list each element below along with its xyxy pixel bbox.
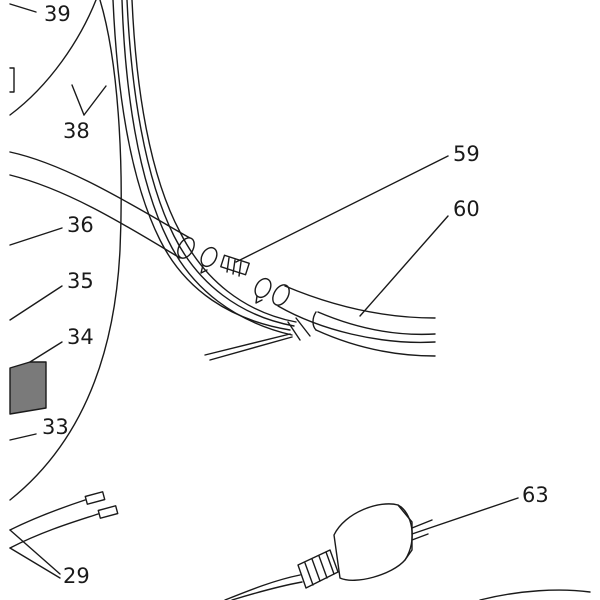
leader-35 [9, 285, 63, 321]
plug-pin-1 [411, 519, 433, 529]
plug-body [333, 503, 413, 581]
callout-60: 60 [453, 197, 480, 221]
callout-38: 38 [63, 119, 90, 143]
leader-63 [411, 497, 519, 535]
lead-wire-1 [9, 499, 86, 531]
housing-inner-curve [9, 0, 97, 116]
leader-33 [9, 433, 37, 441]
leader-39 [9, 3, 37, 13]
wire-b [121, 0, 293, 336]
connector-ribs [226, 257, 242, 277]
leader-36 [9, 227, 63, 246]
leader-34 [29, 341, 63, 363]
hose-right-end [272, 284, 290, 306]
wire-d [131, 0, 297, 323]
plug-face [397, 504, 413, 561]
leader-59 [235, 155, 449, 263]
plug-cord-2 [231, 581, 303, 600]
hose-sleeve-bottom [315, 329, 436, 357]
hose-right-top [284, 285, 436, 319]
housing-bracket [9, 67, 15, 93]
plug-strain-relief [297, 549, 339, 589]
base-arc [479, 589, 591, 600]
clamp-1 [200, 246, 218, 268]
wire-a [112, 0, 291, 331]
leader-60 [359, 215, 449, 317]
housing-outline [9, 0, 122, 501]
hose-left-bottom [9, 174, 181, 259]
callout-39: 39 [44, 2, 71, 26]
plug-pin-2 [411, 533, 429, 541]
hose-cut-sleeve [287, 317, 311, 341]
lead-wire-2 [9, 513, 99, 549]
callout-34: 34 [67, 325, 94, 349]
leader-38b [83, 85, 107, 116]
hose-sleeve-top [317, 311, 436, 336]
hose-left-top [9, 151, 191, 239]
wire-end-2 [209, 336, 293, 361]
leader-38a [71, 84, 85, 116]
leader-29a [9, 529, 61, 575]
component-block-34 [9, 361, 47, 415]
hose-right-bottom [277, 305, 436, 344]
plug-cord [224, 574, 301, 600]
wire-end-1 [204, 333, 291, 356]
callout-35: 35 [67, 269, 94, 293]
callout-59: 59 [453, 142, 480, 166]
clamp-2 [254, 277, 272, 299]
leader-29b [9, 547, 61, 579]
spade-terminal-1 [84, 491, 106, 505]
callout-29: 29 [63, 564, 90, 588]
callout-63: 63 [522, 483, 549, 507]
wire-c [126, 0, 295, 327]
plug-ribs [304, 551, 335, 586]
clamp-1-tab [200, 264, 208, 274]
clamp-2-tab [255, 295, 263, 304]
callout-33: 33 [42, 415, 69, 439]
hose-left-end [177, 237, 195, 259]
callout-36: 36 [67, 213, 94, 237]
spade-terminal-2 [97, 505, 119, 519]
hose-sleeve-ring [312, 311, 317, 331]
